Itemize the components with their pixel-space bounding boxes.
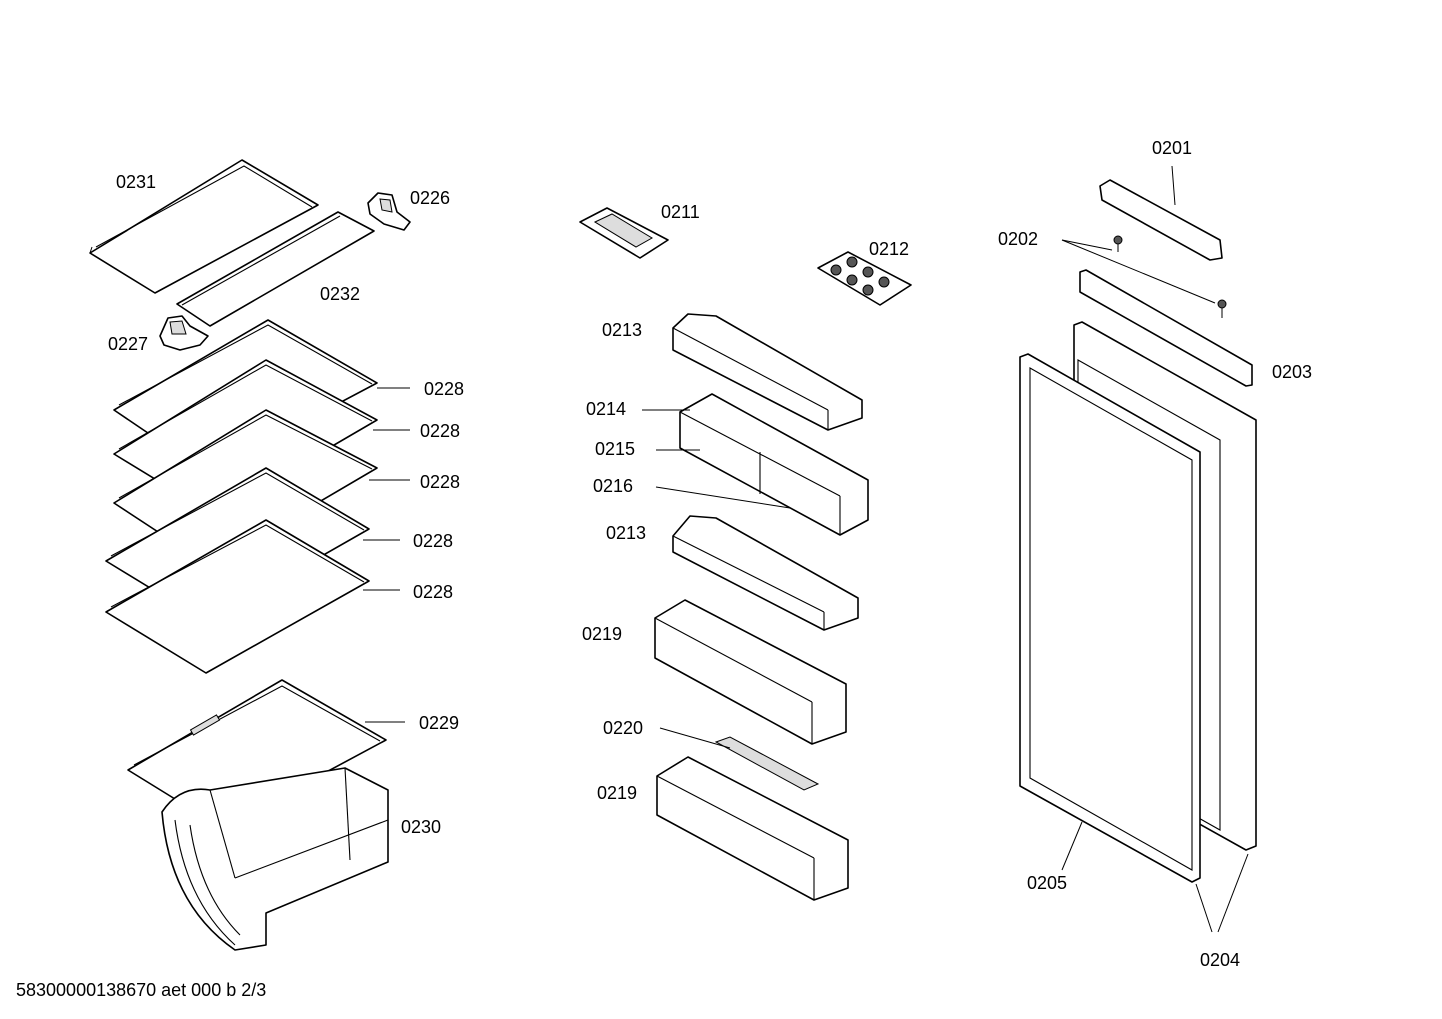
part-0212-egg-tray [817, 251, 912, 306]
part-0227-bracket [159, 315, 209, 351]
label-0215: 0215 [595, 439, 635, 459]
label-0232: 0232 [320, 284, 360, 304]
part-0231-shelf [89, 159, 319, 294]
part-0230-crisper-drawer [161, 767, 389, 951]
part-0201-door-handle-cover [1099, 179, 1223, 261]
label-0205: 0205 [1027, 873, 1067, 893]
label-0220: 0220 [603, 718, 643, 738]
label-0203: 0203 [1272, 362, 1312, 382]
label-0228: 0228 [420, 472, 460, 492]
part-0214-0216-dairy-compartment [679, 393, 869, 536]
part-0203-hinge-bracket [1079, 269, 1253, 387]
part-0219-bottle-bin-lower [656, 756, 849, 901]
part-0202-screws [1113, 235, 1227, 318]
label-0204: 0204 [1200, 950, 1240, 970]
label-0219: 0219 [597, 783, 637, 803]
label-0219: 0219 [582, 624, 622, 644]
document-code: 58300000138670 aet 000 b 2/3 [16, 980, 267, 1000]
label-0228: 0228 [420, 421, 460, 441]
label-0226: 0226 [410, 188, 450, 208]
label-0211: 0211 [661, 202, 700, 222]
part-0213-door-bin-upper [672, 313, 863, 431]
label-0228: 0228 [413, 582, 453, 602]
label-0212: 0212 [869, 239, 909, 259]
label-0202: 0202 [998, 229, 1038, 249]
part-0219-bottle-bin-upper [654, 599, 847, 745]
part-0205-door-seal [1019, 353, 1201, 883]
label-0227: 0227 [108, 334, 148, 354]
part-0228-shelf-5 [105, 519, 370, 674]
part-0232-shelf-strip [176, 211, 375, 327]
part-0220-bottle-divider [714, 736, 820, 791]
label-0216: 0216 [593, 476, 633, 496]
label-0231: 0231 [116, 172, 156, 192]
label-0228: 0228 [413, 531, 453, 551]
label-0214: 0214 [586, 399, 626, 419]
label-0228: 0228 [424, 379, 464, 399]
label-0213: 0213 [606, 523, 646, 543]
label-0201: 0201 [1152, 138, 1192, 158]
label-0230: 0230 [401, 817, 441, 837]
part-0211-ice-tray [579, 207, 669, 259]
label-0229: 0229 [419, 713, 459, 733]
part-0226-bracket [367, 192, 411, 231]
part-0213-door-bin-lower [672, 515, 859, 631]
label-0213: 0213 [602, 320, 642, 340]
